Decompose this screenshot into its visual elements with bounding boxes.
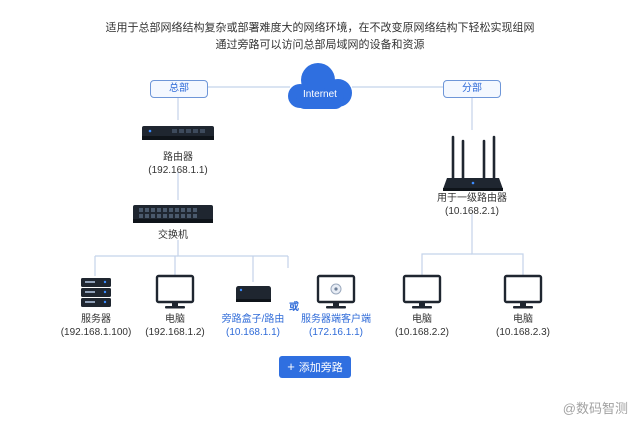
hq-pc-monitor-icon xyxy=(155,274,195,309)
hq-router-name: 路由器 xyxy=(163,152,193,163)
hq-tag: 总部 xyxy=(150,80,208,98)
hq-pc-name: 电脑 xyxy=(165,314,185,325)
client-name: 服务器端客户端 xyxy=(301,314,371,325)
branch-bus-right-line xyxy=(471,214,524,276)
branch-pc1-monitor-icon xyxy=(402,274,442,309)
bypass-label: 旁路盒子/路由 (10.168.1.1) xyxy=(193,313,313,339)
internet-label: Internet xyxy=(303,89,337,100)
plus-icon: + xyxy=(287,359,295,374)
client-label: 服务器端客户端 (172.16.1.1) xyxy=(276,313,396,339)
client-monitor-icon xyxy=(316,274,356,309)
switch-bus-line xyxy=(177,240,288,257)
hq-pc-label: 电脑 (192.168.1.2) xyxy=(115,313,235,339)
branch-pc2-ip: (10.168.2.3) xyxy=(496,327,550,338)
branch-router-icon xyxy=(443,135,503,191)
branch-pc1-label: 电脑 (10.168.2.2) xyxy=(362,313,482,339)
branch-router-ip: (10.168.2.1) xyxy=(445,206,499,217)
server-ip: (192.168.1.100) xyxy=(60,327,132,338)
add-bypass-button[interactable]: +添加旁路 xyxy=(279,356,351,378)
server-icon xyxy=(81,278,111,307)
branch-router-name: 用于一级路由器 xyxy=(437,193,507,204)
watermark: @数码智测 xyxy=(562,401,628,416)
add-bypass-label: 添加旁路 xyxy=(298,362,343,374)
branch-pc1-ip: (10.168.2.2) xyxy=(395,327,449,338)
branch-tag: 分部 xyxy=(443,80,501,98)
switch-name: 交换机 xyxy=(158,230,188,241)
bypass-name: 旁路盒子/路由 xyxy=(221,314,285,325)
server-name: 服务器 xyxy=(81,314,111,325)
server-label: 服务器 (192.168.1.100) xyxy=(36,313,156,339)
bypass-box-icon xyxy=(236,286,271,302)
branch-pc2-label: 电脑 (10.168.2.3) xyxy=(463,313,583,339)
intro-line-2: 通过旁路可以访问总部局域网的设备和资源 xyxy=(215,39,425,51)
branch-bus-left-line xyxy=(421,253,472,276)
hq-router-ip: (192.168.1.1) xyxy=(148,165,208,176)
or-label: 或 xyxy=(289,302,299,313)
branch-pc2-monitor-icon xyxy=(503,274,543,309)
hq-router-icon xyxy=(142,126,214,140)
switch-icon xyxy=(133,205,213,223)
hq-router-label: 路由器 (192.168.1.1) xyxy=(118,151,238,177)
branch-pc1-name: 电脑 xyxy=(412,314,432,325)
bypass-ip: (10.168.1.1) xyxy=(226,327,280,338)
switch-label: 交换机 xyxy=(113,229,233,242)
branch-pc2-name: 电脑 xyxy=(513,314,533,325)
branch-router-label: 用于一级路由器 (10.168.2.1) xyxy=(412,192,532,218)
intro-line-1: 适用于总部网络结构复杂或部署难度大的网络环境，在不改变原网络结构下轻松实现组网 xyxy=(105,22,535,34)
client-ip: (172.16.1.1) xyxy=(309,327,363,338)
internet-cloud-icon xyxy=(288,63,352,109)
hq-pc-ip: (192.168.1.2) xyxy=(145,327,205,338)
